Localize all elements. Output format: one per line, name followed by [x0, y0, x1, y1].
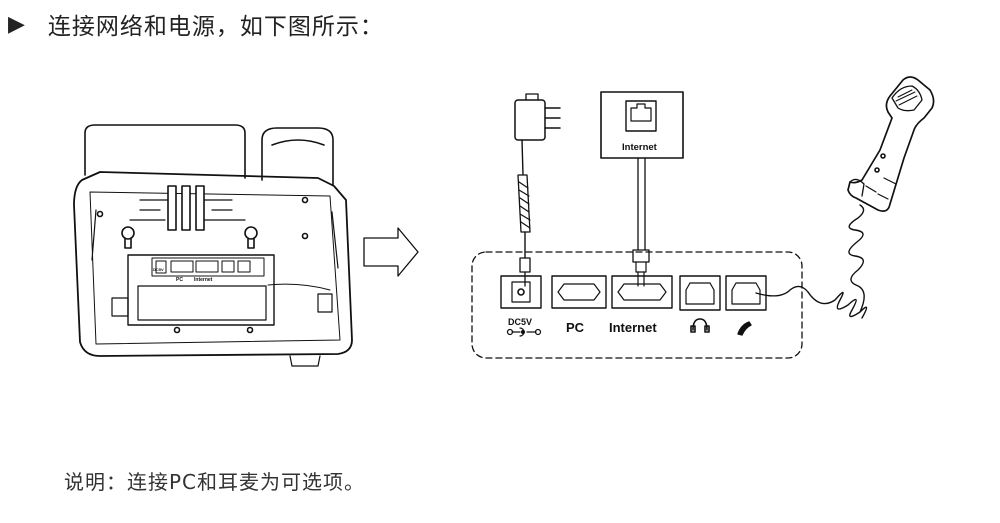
internet-ethernet-port	[611, 275, 673, 309]
phone-back-label-pc: PC	[176, 277, 183, 283]
headset-icon	[690, 318, 710, 333]
power-adapter-icon	[514, 93, 561, 287]
phone-back-label-dc5v: DC5V	[153, 267, 164, 272]
handset-port	[725, 275, 767, 311]
optional-connection-note: 说明：连接PC和耳麦为可选项。	[64, 470, 366, 494]
phone-back-label-internet: Internet	[194, 277, 213, 283]
wall-jack-internet-label: Internet	[622, 142, 658, 153]
dc-power-port	[500, 275, 542, 309]
handset-icon	[755, 76, 935, 319]
wall-mount-keyhole-right	[244, 226, 258, 249]
bullet-triangle-icon: ▶	[8, 11, 26, 37]
wall-mount-keyhole-left	[121, 226, 135, 249]
dc-polarity-icon	[506, 327, 542, 337]
headset-port	[679, 275, 721, 311]
port-panel-outline	[471, 251, 803, 359]
instruction-heading: ▶ 连接网络和电源，如下图所示：	[8, 8, 384, 41]
instruction-text: 连接网络和电源，如下图所示：	[47, 14, 384, 40]
phone-back-illustration: DC5V PC Internet	[73, 124, 353, 367]
internet-port-label: Internet	[609, 320, 657, 335]
handset-symbol-icon	[737, 321, 752, 336]
pc-port-label: PC	[566, 320, 585, 335]
hollow-arrow-icon	[363, 227, 419, 277]
ethernet-wall-jack-icon: Internet	[600, 91, 684, 287]
dc5v-label: DC5V	[508, 317, 532, 327]
pc-ethernet-port	[551, 275, 607, 309]
